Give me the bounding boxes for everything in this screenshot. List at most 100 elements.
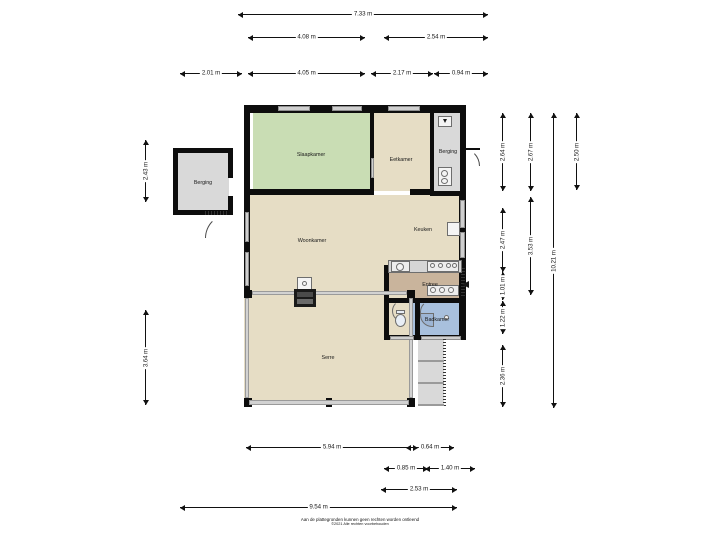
dimension-bottom-0-64: 0.64 m bbox=[406, 442, 454, 453]
terrace-paving-line-3 bbox=[418, 404, 444, 406]
dimension-left-3-64: 3.64 m bbox=[140, 310, 151, 405]
dimension-top-0-94: 0.94 m bbox=[434, 68, 488, 79]
dimension-label: 2.53 m bbox=[407, 484, 431, 495]
dimension-arrow-end bbox=[142, 197, 149, 202]
wall-left-exterior-upper bbox=[244, 105, 250, 195]
dimension-right-2-50: 2.50 m bbox=[571, 113, 582, 190]
dimension-right-2-67: 2.67 m bbox=[525, 113, 536, 191]
wall-woonkamer-serre-left bbox=[244, 290, 252, 298]
dimension-arrow-end bbox=[499, 402, 506, 407]
dimension-arrow-start bbox=[142, 140, 149, 145]
wall-eetkamer-bottom bbox=[410, 189, 434, 195]
washbasin-icon-2 bbox=[439, 287, 445, 293]
dimension-label: 9.54 m bbox=[307, 502, 330, 513]
dimension-arrow-start bbox=[527, 197, 534, 202]
kitchen-appliance-cabinet bbox=[447, 222, 460, 236]
wall-slaapkamer-eetkamer bbox=[370, 113, 374, 195]
room-label-berging-right: Berging bbox=[438, 149, 458, 155]
dimension-arrow-start bbox=[406, 444, 411, 451]
window-badkamer-1 bbox=[390, 336, 414, 340]
terrace-edge-hatch bbox=[443, 338, 446, 406]
window-badkamer-2 bbox=[421, 336, 461, 340]
dimension-arrow-start bbox=[425, 465, 430, 472]
sink-basin-icon bbox=[396, 263, 404, 271]
dimension-right-2-36: 2.36 m bbox=[497, 345, 508, 407]
dimension-arrow-start bbox=[499, 208, 506, 213]
terrace-strip-fill bbox=[418, 338, 444, 406]
serre-glazing-partition bbox=[252, 291, 407, 295]
burner-icon-3 bbox=[446, 263, 451, 268]
washing-machine-detail-icon bbox=[441, 178, 448, 184]
room-label-entree: Entree bbox=[422, 282, 438, 288]
window-top-3 bbox=[388, 106, 420, 111]
dimension-arrow-end bbox=[449, 444, 454, 451]
dimension-arrow-start bbox=[180, 504, 185, 511]
wall-toilet-badkamer bbox=[415, 298, 420, 340]
dimension-arrow-end bbox=[483, 70, 488, 77]
washbasin-icon-3 bbox=[448, 287, 454, 293]
wall-berging-left-right-2 bbox=[228, 196, 233, 215]
burner-icon-2 bbox=[438, 263, 443, 268]
toilet-bowl-icon bbox=[395, 314, 406, 327]
dimension-arrow-end bbox=[573, 185, 580, 190]
dimension-arrow-start bbox=[246, 444, 251, 451]
washbasin-icon-1 bbox=[430, 287, 436, 293]
dimension-arrow-start bbox=[384, 465, 389, 472]
fireplace-flue-icon bbox=[302, 281, 307, 286]
door-berging-left-threshold bbox=[205, 211, 229, 215]
boiler-icon bbox=[443, 119, 447, 123]
dimension-arrow-end bbox=[499, 267, 506, 272]
room-label-eetkamer: Eetkamer bbox=[389, 157, 413, 163]
dimension-arrow-start bbox=[499, 301, 506, 306]
dimension-arrow-end bbox=[452, 504, 457, 511]
kitchen-cooktop bbox=[427, 261, 459, 272]
room-berging-left-fill bbox=[177, 152, 229, 210]
dimension-right-10-21: 10.21 m bbox=[548, 113, 559, 408]
room-label-badkamer: Badkamer bbox=[424, 317, 450, 323]
door-entree-leaf[interactable] bbox=[462, 281, 469, 288]
dimension-label: 7.33 m bbox=[351, 9, 375, 20]
footer-disclaimer: Aan de plattegronden kunnen geen rechten… bbox=[0, 517, 720, 527]
dimension-label: 2.17 m bbox=[390, 68, 414, 79]
wall-woonkamer-serre-right bbox=[407, 290, 415, 298]
burner-icon-4 bbox=[452, 263, 457, 268]
dimension-arrow-start bbox=[384, 34, 389, 41]
wall-berging-left-top bbox=[173, 148, 233, 153]
window-left-woonkamer-2 bbox=[245, 252, 249, 286]
dimension-arrow-end bbox=[499, 295, 506, 300]
room-label-berging-left: Berging bbox=[193, 180, 213, 186]
bathroom-radiator-icon bbox=[444, 315, 449, 320]
fireplace-grate bbox=[297, 299, 313, 304]
dimension-label: 4.05 m bbox=[295, 68, 318, 79]
burner-icon-1 bbox=[430, 263, 435, 268]
wall-left-exterior-lower bbox=[244, 195, 250, 295]
wall-berging-right-bottom bbox=[430, 191, 466, 196]
dimension-arrow-start bbox=[499, 113, 506, 118]
dimension-arrow-start bbox=[499, 345, 506, 350]
window-right-keuken bbox=[460, 200, 465, 228]
door-berging-right-leaf[interactable] bbox=[462, 148, 480, 150]
terrace-paving-line-1 bbox=[418, 360, 444, 362]
serre-glazing-bottom bbox=[249, 400, 409, 405]
toilet-cistern bbox=[396, 310, 405, 314]
washing-machine-drum-icon bbox=[441, 170, 448, 177]
room-slaapkamer-fill bbox=[253, 113, 370, 191]
window-top-2 bbox=[332, 106, 362, 111]
dimension-bottom-9-54: 9.54 m bbox=[180, 502, 457, 513]
room-eetkamer-fill bbox=[374, 113, 430, 191]
dimension-arrow-end bbox=[360, 34, 365, 41]
dimension-right-2-64: 2.64 m bbox=[497, 113, 508, 191]
dimension-arrow-end bbox=[499, 329, 506, 334]
wall-serre-corner-bl bbox=[244, 398, 252, 407]
dimension-arrow-start bbox=[499, 272, 506, 277]
wall-berging-left-bottom bbox=[173, 210, 233, 215]
dimension-arrow-end bbox=[237, 70, 242, 77]
dimension-arrow-end bbox=[527, 186, 534, 191]
wall-berging-left-right bbox=[228, 148, 233, 178]
dimension-arrow-start bbox=[550, 113, 557, 118]
window-top-1 bbox=[278, 106, 310, 111]
dimension-arrow-start bbox=[371, 70, 376, 77]
disclaimer-line-1: Aan de plattegronden kunnen geen rechten… bbox=[300, 517, 420, 522]
dimension-arrow-start bbox=[238, 11, 243, 18]
